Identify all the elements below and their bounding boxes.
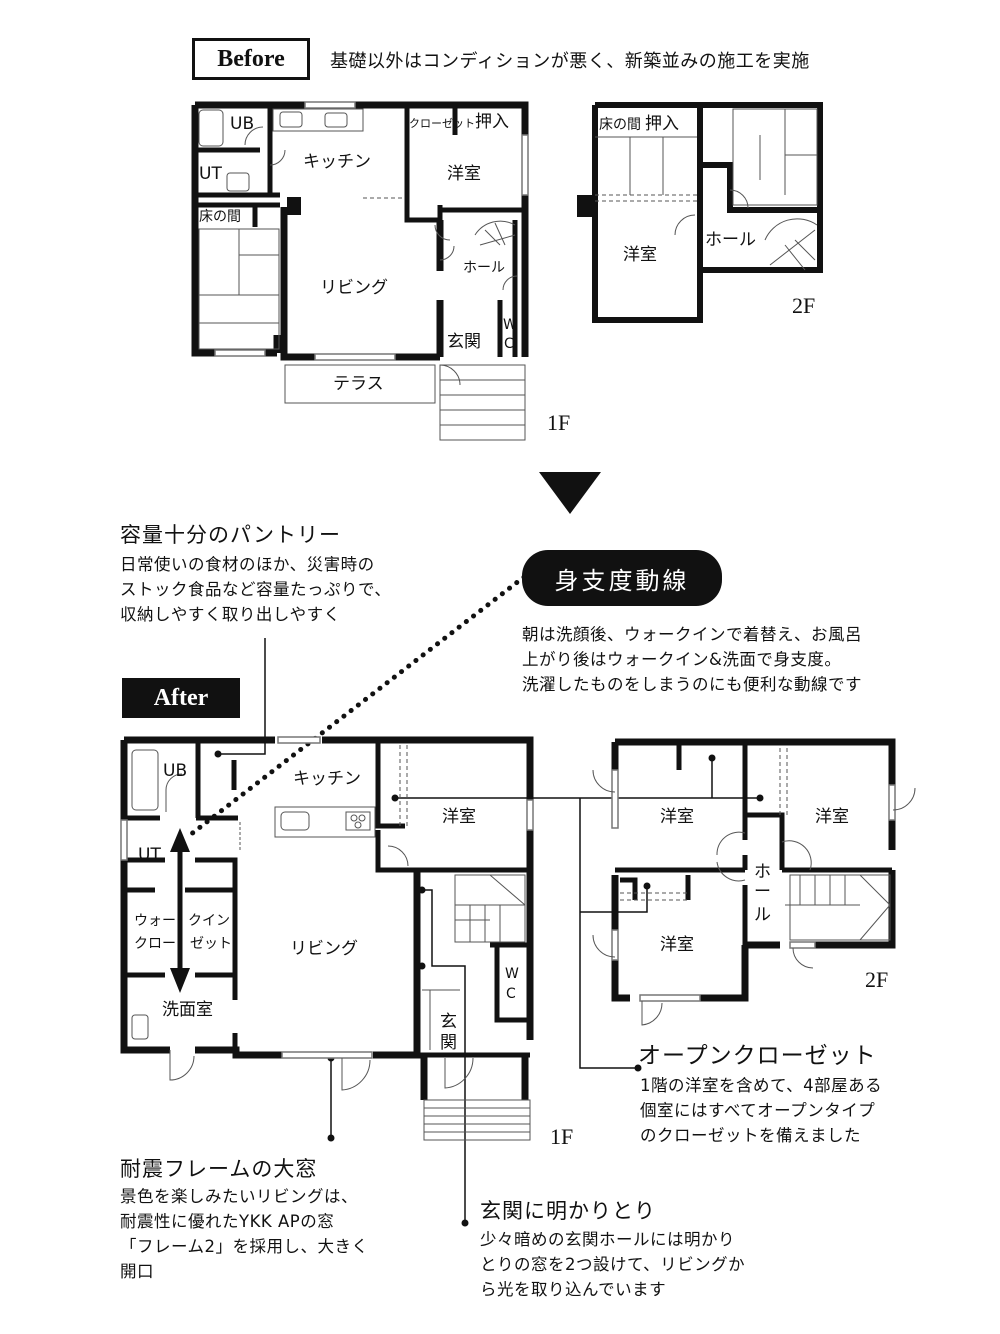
double-arrow-icon [170,828,190,993]
big-window-line: 耐震性に優れたYKK APの窓 [120,1212,335,1231]
open-closet-line: のクローゼットを備えました [640,1126,861,1145]
room-walkin-1b: クイン [188,913,230,929]
big-window-line: 開口 [120,1262,154,1281]
after-1f-label: 1F [550,1124,574,1149]
room-ub: UB [230,114,254,134]
room-genkan-1: 玄 [440,1012,457,1032]
room-walkin-2a: クロー [134,936,176,952]
room-wc-w: W [503,317,517,333]
big-window-title: 耐震フレームの大窓 [120,1157,318,1181]
before-2f-label: 2F [792,293,816,318]
room-hall-2f-2: ー [754,882,771,902]
room-western: 洋室 [447,164,481,184]
pantry-line: 日常使いの食材のほか、災害時の [120,555,375,574]
pantry-line: 収納しやすく取り出しやすく [120,605,341,624]
room-hall-2f: ホール [705,230,756,250]
room-genkan: 玄関 [447,332,481,352]
room-tokonoma: 床の間 [199,209,241,225]
room-living: リビング [320,278,388,298]
after-label: After [122,678,240,718]
room-ub-after: UB [163,761,187,781]
room-terrace: テラス [333,374,384,394]
entrance-light-line: ら光を取り込んでいます [480,1280,667,1299]
entrance-light-title: 玄関に明かりとり [480,1199,656,1223]
room-oshiire: 押入 [475,112,509,132]
dressing-route-dotted-line [187,574,527,838]
room-western-2f-c: 洋室 [660,935,694,955]
room-walkin-2b: ゼット [190,936,232,952]
room-ut: UT [199,164,222,184]
leader-lines [218,638,760,1223]
dressing-route-line: 洗濯したものをしまうのにも便利な動線です [522,675,862,694]
before-2f-floorplan: 床の間 押入 洋室 ホール [577,102,823,323]
room-wc-c: C [504,336,514,352]
entrance-light-line: 少々暗めの玄関ホールには明かり [480,1230,735,1249]
room-washroom: 洗面室 [162,1000,213,1020]
dressing-route-line: 朝は洗顔後、ウォークインで着替え、お風呂 [522,625,862,644]
open-closet-line: 1階の洋室を含めて、4部屋ある [640,1076,883,1095]
before-1f-label: 1F [547,410,571,435]
open-closet-body: 1階の洋室を含めて、4部屋ある 個室にはすべてオープンタイプ のクローゼットを備… [640,1073,882,1148]
dressing-route-line: 上がり後はウォークイン&洗面で身支度。 [522,650,842,669]
open-closet-line: 個室にはすべてオープンタイプ [640,1101,876,1120]
down-triangle-icon [539,472,601,514]
room-hall-2f-1: ホ [754,862,771,882]
room-wc-c-after: C [506,986,516,1002]
room-kitchen-after: キッチン [293,769,361,789]
pantry-body: 日常使いの食材のほか、災害時の ストック食品など容量たっぷりで、 収納しやすく取… [120,552,391,627]
room-walkin-1a: ウォー [134,913,176,929]
room-western-2f: 洋室 [623,245,657,265]
room-hall-2f-3: ル [754,905,771,925]
before-caption: 基礎以外はコンディションが悪く、新築並みの施工を実施 [330,51,810,72]
room-kitchen: キッチン [303,152,371,172]
room-oshiire-2f: 押入 [645,114,679,134]
before-1f-floorplan: UB UT キッチン クローゼット 押入 洋室 床の間 リビング ホール 玄関 … [191,101,529,441]
big-window-body: 景色を楽しみたいリビングは、 耐震性に優れたYKK APの窓 「フレーム2」を採… [120,1184,369,1284]
after-2f-label: 2F [865,967,889,992]
room-closet: クローゼット [409,117,475,130]
room-western-2f-b: 洋室 [815,807,849,827]
before-label: Before [192,38,310,80]
entrance-light-body: 少々暗めの玄関ホールには明かり とりの窓を2つ設けて、リビングか ら光を取り込ん… [480,1227,745,1302]
dressing-route-badge: 身支度動線 [522,550,722,606]
dressing-route-body: 朝は洗顔後、ウォークインで着替え、お風呂 上がり後はウォークイン&洗面で身支度。… [522,622,862,697]
room-ut-after: UT [138,845,161,865]
room-tokonoma-2f: 床の間 [599,117,641,133]
entrance-light-line: とりの窓を2つ設けて、リビングか [480,1255,746,1274]
open-closet-title: オープンクローゼット [638,1043,877,1069]
room-western-2f-a: 洋室 [660,807,694,827]
pantry-line: ストック食品など容量たっぷりで、 [120,580,392,599]
big-window-line: 景色を楽しみたいリビングは、 [120,1187,358,1206]
big-window-line: 「フレーム2」を採用し、大きく [120,1237,369,1256]
room-living-after: リビング [290,939,358,959]
room-wc-w-after: W [505,966,519,982]
room-western-after: 洋室 [442,807,476,827]
pantry-title: 容量十分のパントリー [120,523,342,547]
room-genkan-2: 関 [440,1033,457,1053]
room-hall: ホール [463,260,505,276]
